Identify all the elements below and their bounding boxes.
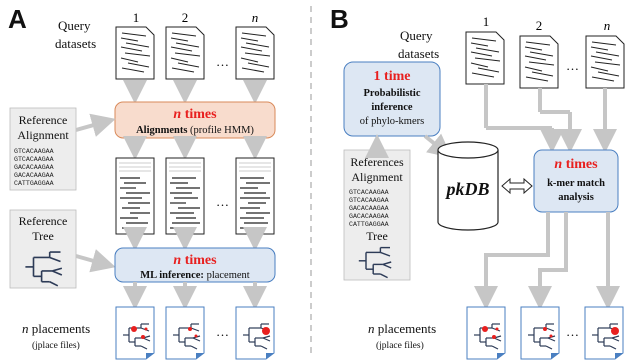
kmer-box-line1: k-mer match — [547, 178, 605, 189]
col-label-a-1: 1 — [133, 10, 140, 25]
query-datasets-label-a-line2: datasets — [55, 36, 96, 51]
query-doc-a-2 — [165, 26, 205, 80]
placement-file-a-2 — [165, 306, 205, 360]
jplace-label-b: (jplace files) — [376, 340, 424, 351]
col-label-b-1: 1 — [483, 14, 490, 29]
double-arrow-db-kmer — [501, 177, 533, 195]
panel-b-letter: B — [330, 4, 349, 34]
placement-file-b-2 — [520, 306, 560, 360]
reference-tree-label-line2: Tree — [32, 229, 54, 243]
col-label-a-2: 2 — [182, 10, 189, 25]
ml-inference-box — [114, 247, 276, 283]
query-doc-a-1 — [115, 26, 155, 80]
one-time-text-line1: Probabilistic — [364, 88, 421, 99]
query-doc-b-2 — [519, 35, 559, 89]
ellipsis-a-top: … — [216, 54, 229, 69]
query-doc-b-1 — [465, 31, 505, 85]
alignments-box-title: n times — [173, 107, 217, 122]
svg-text:GTCACAAGAA: GTCACAAGAA — [14, 156, 54, 163]
pkdb-database — [437, 141, 499, 231]
col-label-b-n: n — [604, 18, 611, 33]
placements-label-a: n placements — [22, 321, 90, 336]
arrow-kmer-to-b-2 — [528, 212, 568, 310]
ellipsis-b-bottom: … — [566, 324, 579, 339]
svg-text:CATTGAGGAA: CATTGAGGAA — [14, 180, 54, 187]
placement-file-a-1 — [115, 306, 155, 360]
kmer-analysis-box — [533, 149, 619, 213]
svg-text:CATTGAGGAA: CATTGAGGAA — [349, 221, 389, 228]
ellipsis-a-bottom: … — [216, 324, 229, 339]
one-time-text-line2: inference — [371, 102, 413, 113]
pkdb-label: pkDB — [444, 179, 489, 199]
ml-inference-box-title: n times — [173, 253, 217, 268]
svg-text:GTCACAAGAA: GTCACAAGAA — [14, 148, 54, 155]
ml-inference-box-text: ML inference: placement — [140, 270, 250, 281]
svg-text:GACACAAGAA: GACACAAGAA — [349, 205, 389, 212]
placements-label-b: n placements — [368, 321, 436, 336]
reference-alignment-sequences: GTCACAAGAA GTCACAAGAA GACACAAGAA GACACAA… — [14, 148, 54, 187]
references-label-line2: Alignment — [351, 170, 403, 184]
reference-tree-label-line1: Reference — [19, 214, 68, 228]
reference-alignment-label-line1: Reference — [19, 113, 68, 127]
one-time-text-line3: of phylo-kmers — [360, 116, 424, 127]
arrow-ref-tree-to-ml — [75, 249, 116, 273]
one-time-title: 1 time — [374, 69, 411, 84]
jplace-label-a: (jplace files) — [32, 340, 80, 351]
query-doc-b-n — [585, 35, 625, 89]
references-box — [343, 149, 411, 281]
col-label-a-n: n — [252, 10, 259, 25]
query-datasets-label-b-line1: Query — [400, 28, 433, 43]
svg-text:GACACAAGAA: GACACAAGAA — [349, 213, 389, 220]
col-label-b-2: 2 — [536, 18, 543, 33]
aligned-doc-a-2 — [165, 157, 205, 235]
reference-alignment-box — [9, 107, 77, 191]
placement-file-a-n — [235, 306, 275, 360]
reference-tree-box — [9, 209, 77, 289]
svg-text:GTCACAAGAA: GTCACAAGAA — [349, 189, 389, 196]
kmer-box-title: n times — [554, 157, 598, 172]
reference-alignment-label-line2: Alignment — [17, 128, 69, 142]
alignments-box-text: Alignments (profile HMM) — [136, 125, 254, 136]
arrow-kmer-to-b-1 — [474, 212, 550, 310]
aligned-doc-a-1 — [115, 157, 155, 235]
references-tree-label: Tree — [366, 229, 388, 243]
panel-a-letter: A — [8, 4, 27, 34]
svg-text:GTCACAAGAA: GTCACAAGAA — [349, 197, 389, 204]
query-datasets-label-a-line1: Query — [58, 18, 91, 33]
ellipsis-a-mid: … — [216, 194, 229, 209]
ellipsis-b-top: … — [566, 58, 579, 73]
references-alignment-sequences: GTCACAAGAA GTCACAAGAA GACACAAGAA GACACAA… — [349, 189, 389, 228]
placement-file-b-1 — [466, 306, 506, 360]
svg-text:GACACAAGAA: GACACAAGAA — [14, 164, 54, 171]
aligned-doc-a-n — [235, 157, 275, 235]
kmer-box-line2: analysis — [558, 192, 594, 203]
svg-text:GACACAAGAA: GACACAAGAA — [14, 172, 54, 179]
query-doc-a-n — [235, 26, 275, 80]
arrow-ref-alignment-to-alignments — [75, 113, 116, 137]
query-datasets-label-b-line2: datasets — [398, 46, 439, 61]
one-time-box — [343, 61, 441, 137]
placement-file-b-n — [584, 306, 624, 360]
references-label-line1: References — [350, 155, 404, 169]
